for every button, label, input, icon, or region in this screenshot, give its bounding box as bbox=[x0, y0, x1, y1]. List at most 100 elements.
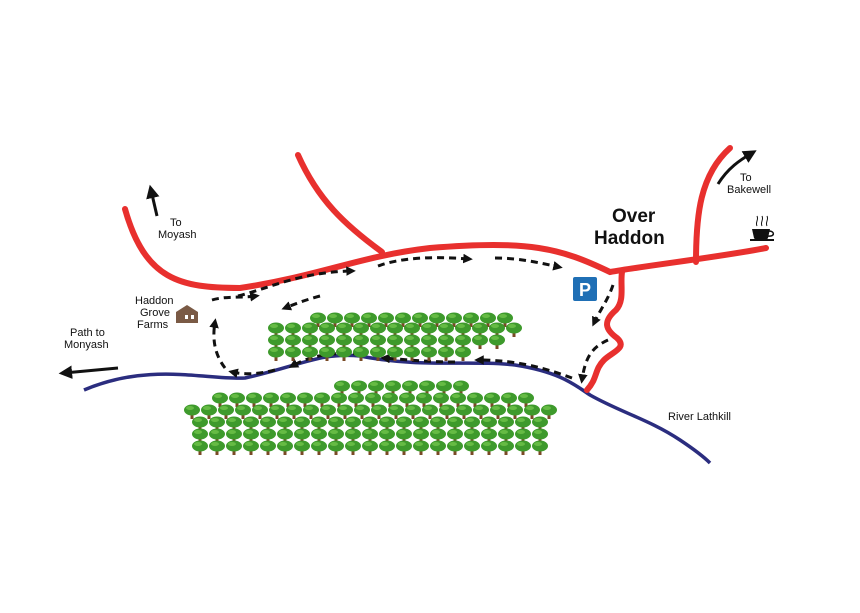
tree-icon bbox=[541, 404, 557, 419]
tree-icon bbox=[412, 312, 428, 327]
tree-icon bbox=[436, 380, 452, 395]
tree-icon bbox=[362, 428, 378, 443]
tree-icon bbox=[402, 380, 418, 395]
tree-icon bbox=[421, 346, 437, 361]
tree-icon bbox=[421, 322, 437, 337]
river-label: River Lathkill bbox=[668, 411, 731, 423]
tree-icon bbox=[260, 416, 276, 431]
tree-icon bbox=[286, 404, 302, 419]
tree-icon bbox=[498, 428, 514, 443]
tree-icon bbox=[413, 440, 429, 455]
parking-icon: P bbox=[573, 277, 597, 301]
tree-icon bbox=[212, 392, 228, 407]
tree-icon bbox=[405, 404, 421, 419]
tree-icon bbox=[438, 346, 454, 361]
tree-icon bbox=[419, 380, 435, 395]
tree-icon bbox=[450, 392, 466, 407]
tree-icon bbox=[226, 416, 242, 431]
tree-icon bbox=[370, 334, 386, 349]
tree-icon bbox=[532, 428, 548, 443]
tree-icon bbox=[416, 392, 432, 407]
main-road bbox=[122, 206, 769, 292]
tree-icon bbox=[319, 346, 335, 361]
tree-icon bbox=[399, 392, 415, 407]
tree-icon bbox=[481, 428, 497, 443]
tree-icon bbox=[463, 312, 479, 327]
tree-icon bbox=[472, 322, 488, 337]
tree-icon bbox=[243, 428, 259, 443]
tree-icon bbox=[515, 440, 531, 455]
tree-icon bbox=[353, 322, 369, 337]
tree-icon bbox=[464, 440, 480, 455]
tree-icon bbox=[260, 428, 276, 443]
tree-icon bbox=[226, 440, 242, 455]
tree-icon bbox=[467, 392, 483, 407]
tree-icon bbox=[235, 404, 251, 419]
tree-icon bbox=[430, 428, 446, 443]
tree-icon bbox=[379, 428, 395, 443]
tree-icon bbox=[351, 380, 367, 395]
tree-icon bbox=[336, 322, 352, 337]
tree-icon bbox=[319, 334, 335, 349]
tree-icon bbox=[302, 334, 318, 349]
tree-icon bbox=[320, 404, 336, 419]
tree-icon bbox=[396, 416, 412, 431]
tree-icon bbox=[285, 334, 301, 349]
tree-icon bbox=[311, 416, 327, 431]
tree-icon bbox=[404, 322, 420, 337]
tree-icon bbox=[302, 346, 318, 361]
tree-icon bbox=[382, 392, 398, 407]
tree-icon bbox=[532, 416, 548, 431]
tree-icon bbox=[447, 416, 463, 431]
tree-icon bbox=[362, 440, 378, 455]
tree-icon bbox=[192, 428, 208, 443]
tree-icon bbox=[473, 404, 489, 419]
tree-icon bbox=[361, 312, 377, 327]
tree-icon bbox=[385, 380, 401, 395]
tree-icon bbox=[396, 428, 412, 443]
tree-icon bbox=[201, 404, 217, 419]
tree-icon bbox=[481, 440, 497, 455]
tree-icon bbox=[268, 346, 284, 361]
roads bbox=[122, 145, 769, 393]
tree-icon bbox=[368, 380, 384, 395]
tree-icon bbox=[456, 404, 472, 419]
tree-icon bbox=[209, 416, 225, 431]
tree-icon bbox=[515, 428, 531, 443]
tree-icon bbox=[294, 416, 310, 431]
tree-icon bbox=[277, 428, 293, 443]
tree-icon bbox=[404, 346, 420, 361]
tree-icon bbox=[446, 312, 462, 327]
lower-forest bbox=[184, 380, 557, 455]
tree-icon bbox=[453, 380, 469, 395]
tree-icon bbox=[353, 334, 369, 349]
tree-icon bbox=[518, 392, 534, 407]
tree-icon bbox=[294, 440, 310, 455]
tree-icon bbox=[311, 428, 327, 443]
tree-icon bbox=[464, 416, 480, 431]
tree-icon bbox=[438, 334, 454, 349]
tree-icon bbox=[490, 404, 506, 419]
tree-icon bbox=[310, 312, 326, 327]
tree-icon bbox=[303, 404, 319, 419]
tree-icon bbox=[294, 428, 310, 443]
tree-icon bbox=[311, 440, 327, 455]
tree-icon bbox=[532, 440, 548, 455]
tree-icon bbox=[404, 334, 420, 349]
tree-icon bbox=[515, 416, 531, 431]
direction-arrow-icon bbox=[716, 150, 757, 185]
tree-icon bbox=[328, 428, 344, 443]
tree-icon bbox=[421, 334, 437, 349]
tree-icon bbox=[396, 440, 412, 455]
tree-icon bbox=[277, 440, 293, 455]
tree-icon bbox=[439, 404, 455, 419]
tree-icon bbox=[379, 440, 395, 455]
tree-icon bbox=[353, 346, 369, 361]
tree-icon bbox=[269, 404, 285, 419]
